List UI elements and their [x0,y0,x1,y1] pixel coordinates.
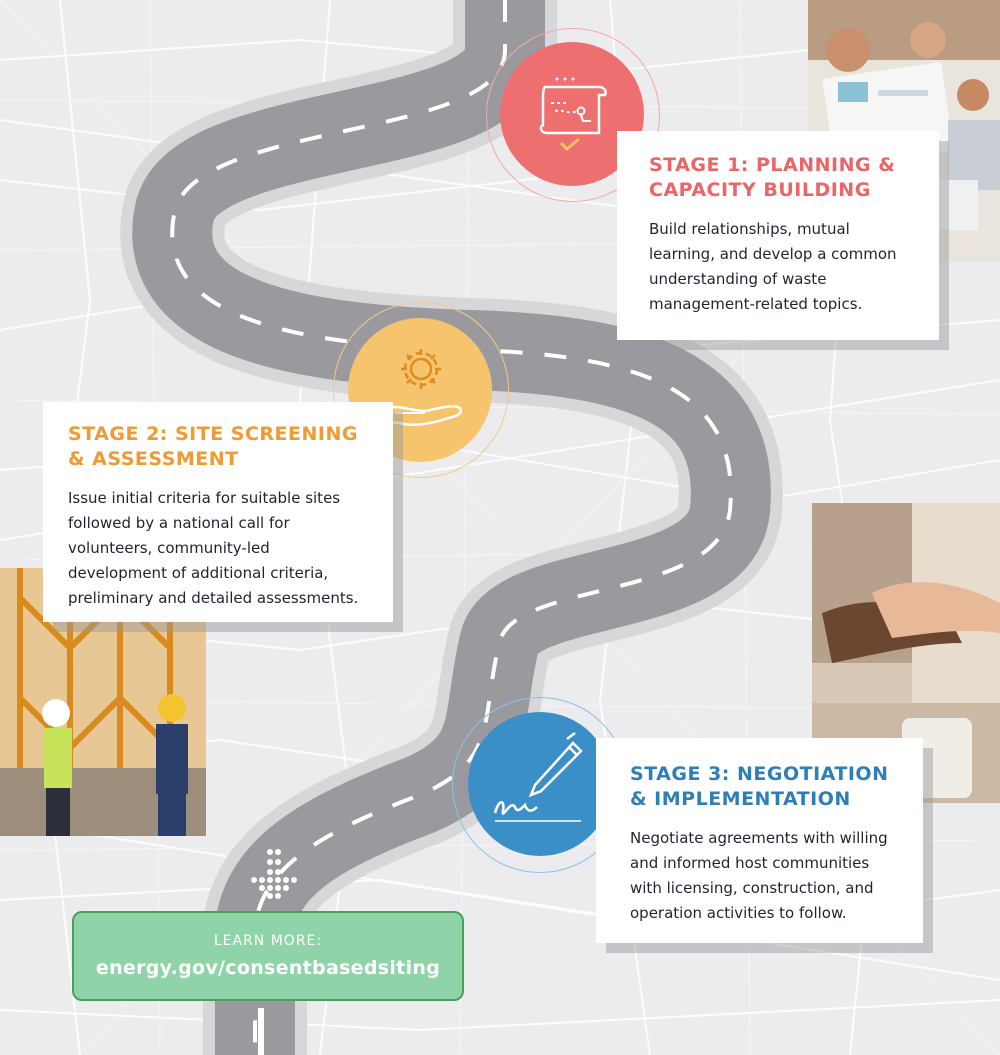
road-center-line [170,0,733,1055]
stage2-icon-halo [333,302,509,478]
road-end-marker [258,1008,264,1055]
pen-signature-icon [468,712,612,856]
stage2-title: STAGE 2: SITE SCREENING & ASSESSMENT [68,423,358,470]
stage1-card: STAGE 1: PLANNING & CAPACITY BUILDING Bu… [617,131,939,340]
stage3-title: STAGE 3: NEGOTIATION & IMPLEMENTATION [630,763,889,810]
stage1-description: Build relationships, mutual learning, an… [649,220,897,313]
learn-more-url[interactable]: energy.gov/consentbasedsiting [95,957,441,979]
down-arrow-icon [251,849,297,899]
stage1-icon-halo [486,28,660,202]
stage1-title: STAGE 1: PLANNING & CAPACITY BUILDING [649,154,896,201]
stage3-card: STAGE 3: NEGOTIATION & IMPLEMENTATION Ne… [596,738,923,943]
stage2-description: Issue initial criteria for suitable site… [68,489,359,607]
stage2-card: STAGE 2: SITE SCREENING & ASSESSMENT Iss… [43,402,393,622]
stage3-description: Negotiate agreements with willing and in… [630,829,888,922]
learn-more-label: LEARN MORE: [213,933,323,949]
learn-more-link[interactable]: LEARN MORE: energy.gov/consentbasedsitin… [72,911,464,1001]
